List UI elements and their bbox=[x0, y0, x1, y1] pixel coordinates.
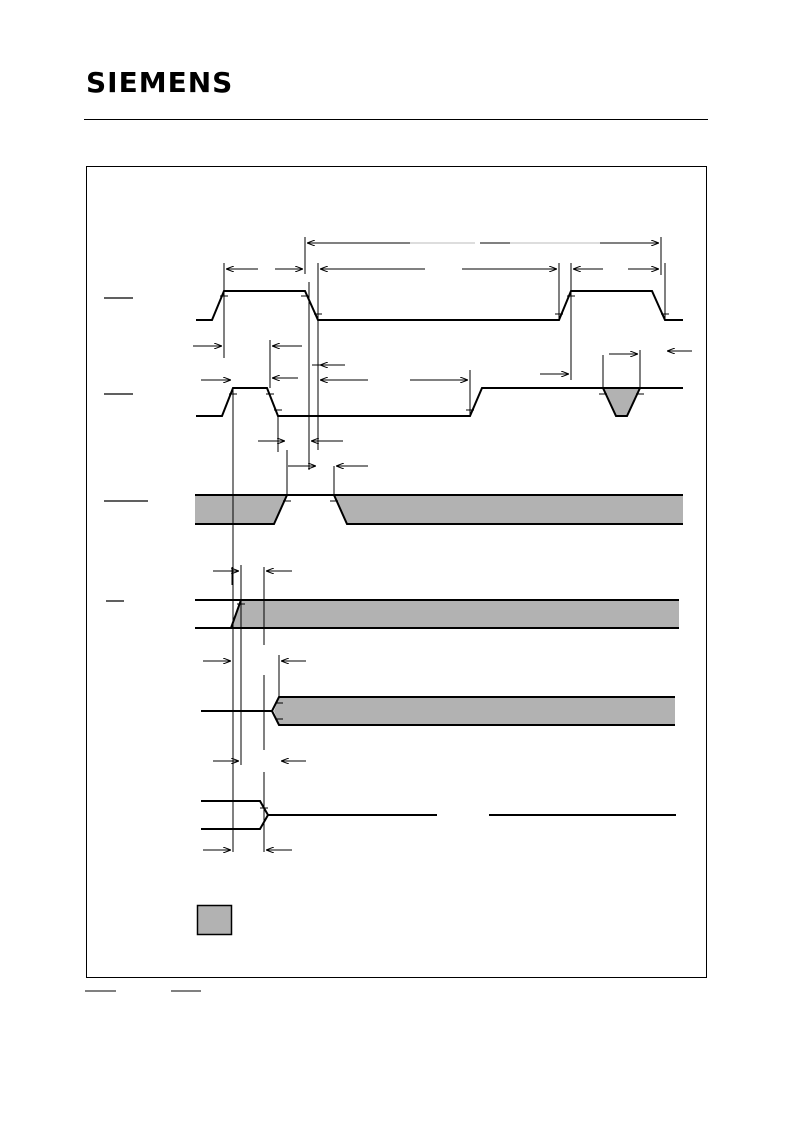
waveform-signal-2 bbox=[196, 387, 683, 417]
waveform-signal-5-top bbox=[201, 696, 675, 712]
reference-lines bbox=[223, 237, 666, 852]
waveform-signal-6-top bbox=[201, 800, 437, 816]
waveform-signal-2-invalid-edge bbox=[602, 387, 641, 417]
shaded-region-signal-3-left bbox=[195, 495, 287, 524]
shaded-region-signal-4 bbox=[231, 600, 679, 628]
diagram-frame bbox=[86, 166, 707, 978]
waveform-signal-3-b bbox=[195, 494, 288, 525]
signal-label-marks bbox=[104, 297, 148, 602]
waveform-signal-5-bottom bbox=[271, 710, 675, 726]
waveform-signal-6-bottom bbox=[201, 814, 269, 830]
waveform-signal-3 bbox=[195, 494, 683, 525]
waveform-signal-1 bbox=[196, 290, 683, 321]
siemens-logo: SIEMENS bbox=[86, 66, 234, 99]
shaded-region-signal-2 bbox=[603, 388, 640, 416]
dimension-arrows bbox=[193, 243, 692, 850]
legend-swatch bbox=[196, 904, 233, 936]
shaded-region-signal-3-right bbox=[334, 495, 683, 524]
header-rule bbox=[84, 119, 708, 120]
edge-ticks bbox=[220, 295, 669, 809]
shaded-region-signal-5 bbox=[274, 697, 675, 725]
